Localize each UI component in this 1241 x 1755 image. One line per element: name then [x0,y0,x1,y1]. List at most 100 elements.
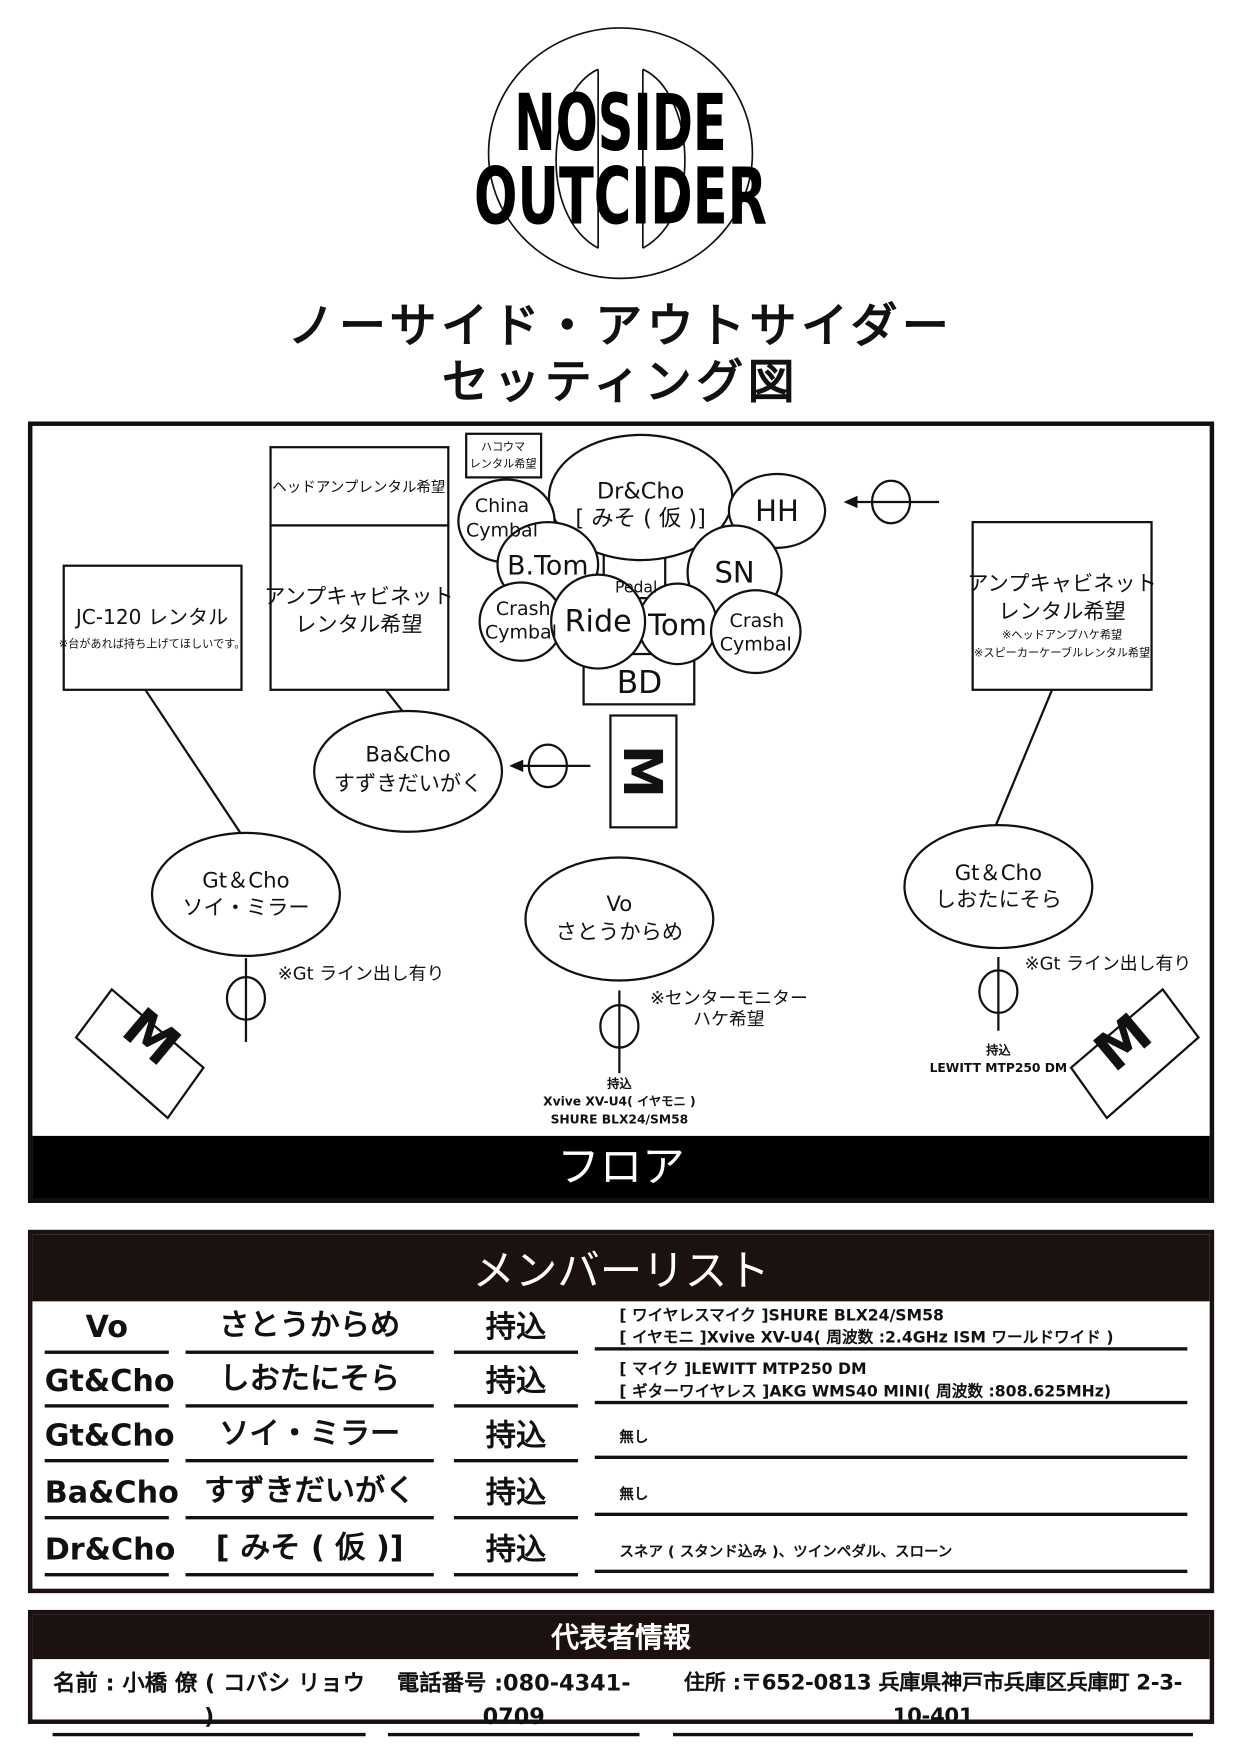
guitar-right-player [903,823,1094,950]
mic-icon [225,958,267,1042]
equipment-line: [ ギターワイヤレス ]AKG WMS40 MINI( 周波数 :808.625… [619,1382,1112,1401]
band-logo: NOSIDE OUTCIDER [474,27,767,280]
gt-left-note: ※Gt ライン出し有り [278,963,445,984]
gt-right-name: しおたにそら [935,888,1062,913]
member-equipment: [ マイク ]LEWITT MTP250 DM [ ギターワイヤレス ]AKG W… [594,1357,1188,1405]
member-part: Ba&Cho [44,1471,179,1520]
cabinet-right-box [971,520,1153,691]
hakouma-box [465,432,543,479]
member-bring: 持込 [453,1528,579,1577]
cabinet-right-label: レンタル希望 [998,599,1125,624]
jc120-label: JC-120 レンタル [74,605,228,629]
crash-left-label: Cymbal [485,621,557,643]
vo-mic-label: 持込 [607,1076,632,1091]
snare-label: SN [714,555,754,589]
bass-player [313,709,504,833]
member-bring: 持込 [453,1414,579,1463]
gt-left-name: ソイ・ミラー [182,896,309,921]
equipment-line: [ ワイヤレスマイク ]SHURE BLX24/SM58 [619,1306,944,1325]
equipment-line: 無し [619,1429,649,1447]
vo-note: ハケ希望 [693,1009,765,1030]
representative-title: 代表者情報 [32,1614,1210,1660]
member-part: Vo [44,1306,169,1354]
head-amp-label: ヘッドアンプレンタル希望 [272,479,445,496]
guitar-left-player [150,831,341,958]
member-equipment: [ ワイヤレスマイク ]SHURE BLX24/SM58 [ イヤモニ ]Xviv… [594,1304,1188,1351]
member-list-title: メンバーリスト [32,1234,1210,1302]
bass-name: すずきだいがく [334,771,483,796]
jc120-box [62,564,243,691]
drummer-name: [ みそ ( 仮 )] [575,505,705,531]
crash-right-label: Crash [730,610,785,632]
pedal-label: Pedal [615,578,657,597]
btom-label: B.Tom [507,551,588,582]
member-name: [ みそ ( 仮 )] [185,1526,434,1577]
crash-cymbal-right [709,589,802,675]
cabinet-left-label: アンプキャビネット [264,585,454,610]
vo-name: さとうからめ [556,920,683,945]
cabinet-left-box [269,524,450,691]
tom-label: Tom [647,608,707,642]
hihat-label: HH [755,494,799,528]
mic-icon [843,479,940,525]
equipment-line: 無し [619,1486,649,1504]
vo-note: ※センターモニター [650,988,808,1009]
mic-icon [509,743,591,789]
bd-label: BD [617,665,663,701]
drum-monitor [609,714,678,829]
ride-label: Ride [565,605,632,640]
member-name: ソイ・ミラー [185,1412,434,1463]
vo-mic-label: SHURE BLX24/SM58 [551,1113,689,1127]
jc120-note: ※台があれば持ち上げてほしいです。 [59,636,246,650]
crash-left-label: Crash [496,598,551,620]
gt-left-part: Gt＆Cho [202,869,289,894]
hakouma-label: ハコウマ [481,441,525,454]
page-title-line2: セッティング図 [441,354,800,410]
member-equipment: スネア ( スタンド込み )、ツインペダル、スローン [594,1526,1188,1574]
cabinet-right-note: ※スピーカーケーブルレンタル希望 [974,645,1150,659]
bass-part: Ba&Cho [365,742,450,767]
member-part: Gt&Cho [44,1359,175,1408]
hakouma-label: レンタル希望 [470,456,537,470]
stage-diagram: ハコウマ レンタル希望 ヘッドアンプレンタル希望 アンプキャビネット レンタル希… [27,421,1215,1203]
gt-right-note: ※Gt ライン出し有り [1025,953,1192,974]
gt-right-mic-label: LEWITT MTP250 DM [930,1061,1068,1075]
member-part: Gt&Cho [44,1414,175,1463]
member-bring: 持込 [453,1471,579,1520]
member-name: すずきだいがく [185,1469,434,1520]
member-part: Dr&Cho [44,1528,175,1577]
page-title-line1: ノーサイド・アウトサイダー [287,298,954,354]
rep-name: 名前 : 小橋 僚 ( コバシ リョウ ) [52,1666,366,1737]
gt-right-mic-label: 持込 [986,1042,1011,1057]
rep-address: 住所 :〒652-0813 兵庫県神戸市兵庫区兵庫町 2-3-10-401 [673,1666,1193,1737]
vocal-player [524,856,715,982]
stage-drawing: ハコウマ レンタル希望 ヘッドアンプレンタル希望 アンプキャビネット レンタル希… [59,432,1201,1127]
logo-line1: NOSIDE [514,78,726,169]
head-amp-box [269,446,450,527]
logo-line2: OUTCIDER [474,152,767,243]
equipment-line: スネア ( スタンド込み )、ツインペダル、スローン [619,1543,953,1561]
gt-right-part: Gt＆Cho [955,861,1042,886]
rep-phone: 電話番号 :080-4341-0709 [387,1666,640,1737]
crash-right-label: Cymbal [720,634,792,656]
member-bring: 持込 [453,1306,579,1354]
floor-label: フロア [32,1135,1210,1199]
member-equipment: 無し [594,1412,1188,1459]
equipment-line: [ イヤモニ ]Xvive XV-U4( 周波数 :2.4GHz ISM ワール… [619,1329,1114,1348]
cabinet-left-label: レンタル希望 [295,613,422,638]
china-label: Cymbal [466,520,538,542]
equipment-line: [ マイク ]LEWITT MTP250 DM [619,1360,867,1379]
ride-cymbal [550,573,647,670]
member-equipment: 無し [594,1469,1188,1517]
member-bring: 持込 [453,1359,579,1408]
member-name: さとうからめ [185,1304,434,1354]
cabinet-right-note: ※ヘッドアンプハケ希望 [1002,627,1122,641]
monitor-right [1069,987,1201,1120]
drummer-label: Dr&Cho [597,479,684,505]
china-label: China [475,495,529,517]
member-name: しおたにそら [185,1357,434,1408]
mic-icon [978,957,1019,1031]
vo-part: Vo [606,892,632,917]
monitor-label: M [611,745,674,798]
